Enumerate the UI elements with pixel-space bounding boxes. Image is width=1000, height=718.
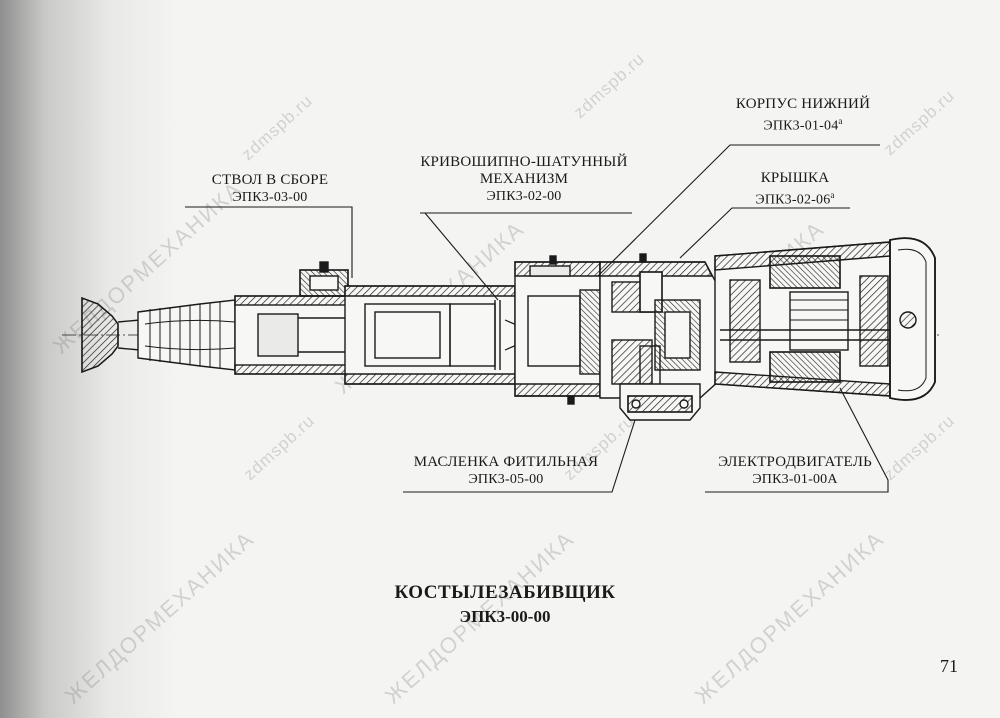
label-cover-sup: а [830, 190, 835, 200]
label-cover: КРЫШКА ЭПК3-02-06а [735, 170, 855, 209]
label-lower-housing-sup: а [838, 116, 843, 126]
label-crank-name-1: КРИВОШИПНО-ШАТУННЫЙ [420, 154, 628, 170]
label-barrel-code: ЭПК3-03-00 [232, 190, 308, 205]
label-oiler-name: МАСЛЕНКА ФИТИЛЬНАЯ [413, 454, 599, 470]
label-lower-housing-name: КОРПУС НИЖНИЙ [735, 96, 871, 112]
leader-barrel [185, 206, 353, 278]
label-crank-mechanism: КРИВОШИПНО-ШАТУННЫЙ МЕХАНИЗМ ЭПК3-02-00 [412, 154, 636, 205]
label-lower-housing: КОРПУС НИЖНИЙ ЭПК3-01-04а [728, 96, 878, 135]
page-number: 71 [940, 656, 958, 676]
label-barrel-name: СТВОЛ В СБОРЕ [211, 172, 329, 188]
label-barrel-assembly: СТВОЛ В СБОРЕ ЭПК3-03-00 [185, 172, 355, 206]
crank-housing [514, 261, 609, 397]
label-motor: ЭЛЕКТРОДВИГАТЕЛЬ ЭПК3-01-00А [700, 454, 890, 488]
label-lower-housing-code: ЭПК3-01-04 [763, 118, 839, 134]
barrel-tube [234, 269, 356, 375]
striker-head [81, 296, 141, 374]
page-title: КОСТЫЛЕЗАБИВЩИК [394, 582, 616, 603]
cylinder-body [344, 285, 542, 385]
label-crank-name-2: МЕХАНИЗМ [479, 171, 569, 187]
label-cover-name: КРЫШКА [760, 170, 830, 186]
leader-motor [705, 387, 889, 493]
motor-end-cap [889, 237, 936, 401]
leader-oiler [403, 419, 636, 493]
label-cover-code-wrap: ЭПК3-02-06а [735, 187, 855, 209]
motor-housing [714, 241, 906, 397]
oiler-body [619, 383, 701, 421]
gear-mechanism [599, 261, 721, 399]
leader-cover [679, 207, 850, 259]
label-oiler: МАСЛЕНКА ФИТИЛЬНАЯ ЭПК3-05-00 [400, 454, 612, 488]
leader-lower-housing [597, 144, 880, 277]
label-oiler-code: ЭПК3-05-00 [468, 472, 544, 487]
barrel-spring-section [137, 299, 236, 371]
label-motor-name: ЭЛЕКТРОДВИГАТЕЛЬ [718, 454, 872, 470]
page-subtitle-code: ЭПК3-00-00 [459, 607, 551, 626]
label-lower-housing-code-wrap: ЭПК3-01-04а [728, 113, 878, 135]
label-cover-code: ЭПК3-02-06 [755, 192, 831, 208]
leader-lines [185, 144, 889, 493]
label-motor-code: ЭПК3-01-00А [752, 472, 838, 487]
label-crank-code: ЭПК3-02-00 [486, 189, 562, 204]
